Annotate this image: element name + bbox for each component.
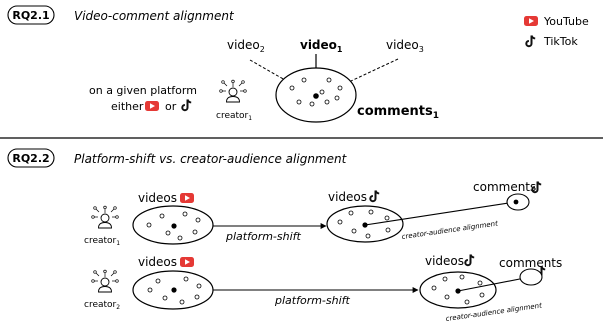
row1-comments-center: [513, 199, 519, 205]
row2-youtube-center: [171, 287, 177, 293]
row1-tiktok-dots: [337, 209, 391, 239]
creator-person-icon: [219, 79, 247, 103]
youtube-logo-icon: [180, 193, 194, 203]
tiktok-logo-icon: [181, 98, 193, 112]
row2-videos-youtube-label: videos: [138, 255, 177, 269]
row2-platform-shift-label: platform-shift: [274, 294, 351, 307]
platform-line2-either: either: [111, 100, 144, 113]
comments-label: comments1: [357, 104, 439, 121]
comment-dots: [289, 77, 343, 107]
video1-label: video1: [300, 38, 343, 54]
platform-line2-or: or: [165, 100, 177, 113]
rq21-badge: [7, 5, 55, 25]
row1-alignment-label: creator-audience alignment: [401, 220, 498, 241]
video1-center-dot: [313, 93, 319, 99]
rq21-creator-label: creator1: [216, 111, 252, 122]
row2-alignment-line: [457, 276, 531, 292]
rq21-badge-label: RQ2.1: [12, 9, 49, 22]
row2-youtube-dots: [147, 276, 202, 305]
row1-platform-shift-label: platform-shift: [225, 230, 302, 243]
creator-person-icon: [91, 205, 119, 229]
row2-tiktok-dots: [431, 274, 485, 305]
youtube-logo-icon: [180, 257, 194, 267]
tiktok-logo-icon: [525, 34, 537, 48]
legend-tiktok-label: TikTok: [543, 35, 578, 48]
video3-label: video3: [386, 38, 424, 54]
video2-label: video2: [227, 38, 265, 54]
rq22-title: Platform-shift vs. creator-audience alig…: [74, 152, 348, 166]
row1-creator-label: creator1: [84, 236, 120, 247]
platform-line1: on a given platform: [89, 84, 197, 97]
row1-videos-tiktok-label: videos: [328, 190, 367, 204]
row1-youtube-dots: [146, 211, 201, 241]
tiktok-logo-icon: [369, 189, 381, 203]
rq21-title: Video-comment alignment: [74, 9, 235, 23]
row1-videos-youtube-label: videos: [138, 191, 177, 205]
row2-videos-tiktok-label: videos: [425, 254, 464, 268]
row1-alignment-line: [364, 201, 516, 226]
row2-comments-ellipse: [519, 268, 543, 286]
row1-comments-label: comments: [473, 180, 536, 194]
tiktok-logo-icon: [464, 253, 476, 267]
youtube-logo-icon: [145, 101, 159, 111]
row2-comments-label: comments: [499, 256, 562, 270]
row2-creator-label: creator2: [84, 300, 120, 311]
rq22-badge: [7, 148, 55, 168]
row1-youtube-center: [171, 223, 177, 229]
rq22-badge-label: RQ2.2: [12, 152, 49, 165]
youtube-logo-icon: [524, 16, 538, 26]
creator-person-icon: [91, 269, 119, 293]
legend-youtube-label: YouTube: [543, 15, 589, 28]
